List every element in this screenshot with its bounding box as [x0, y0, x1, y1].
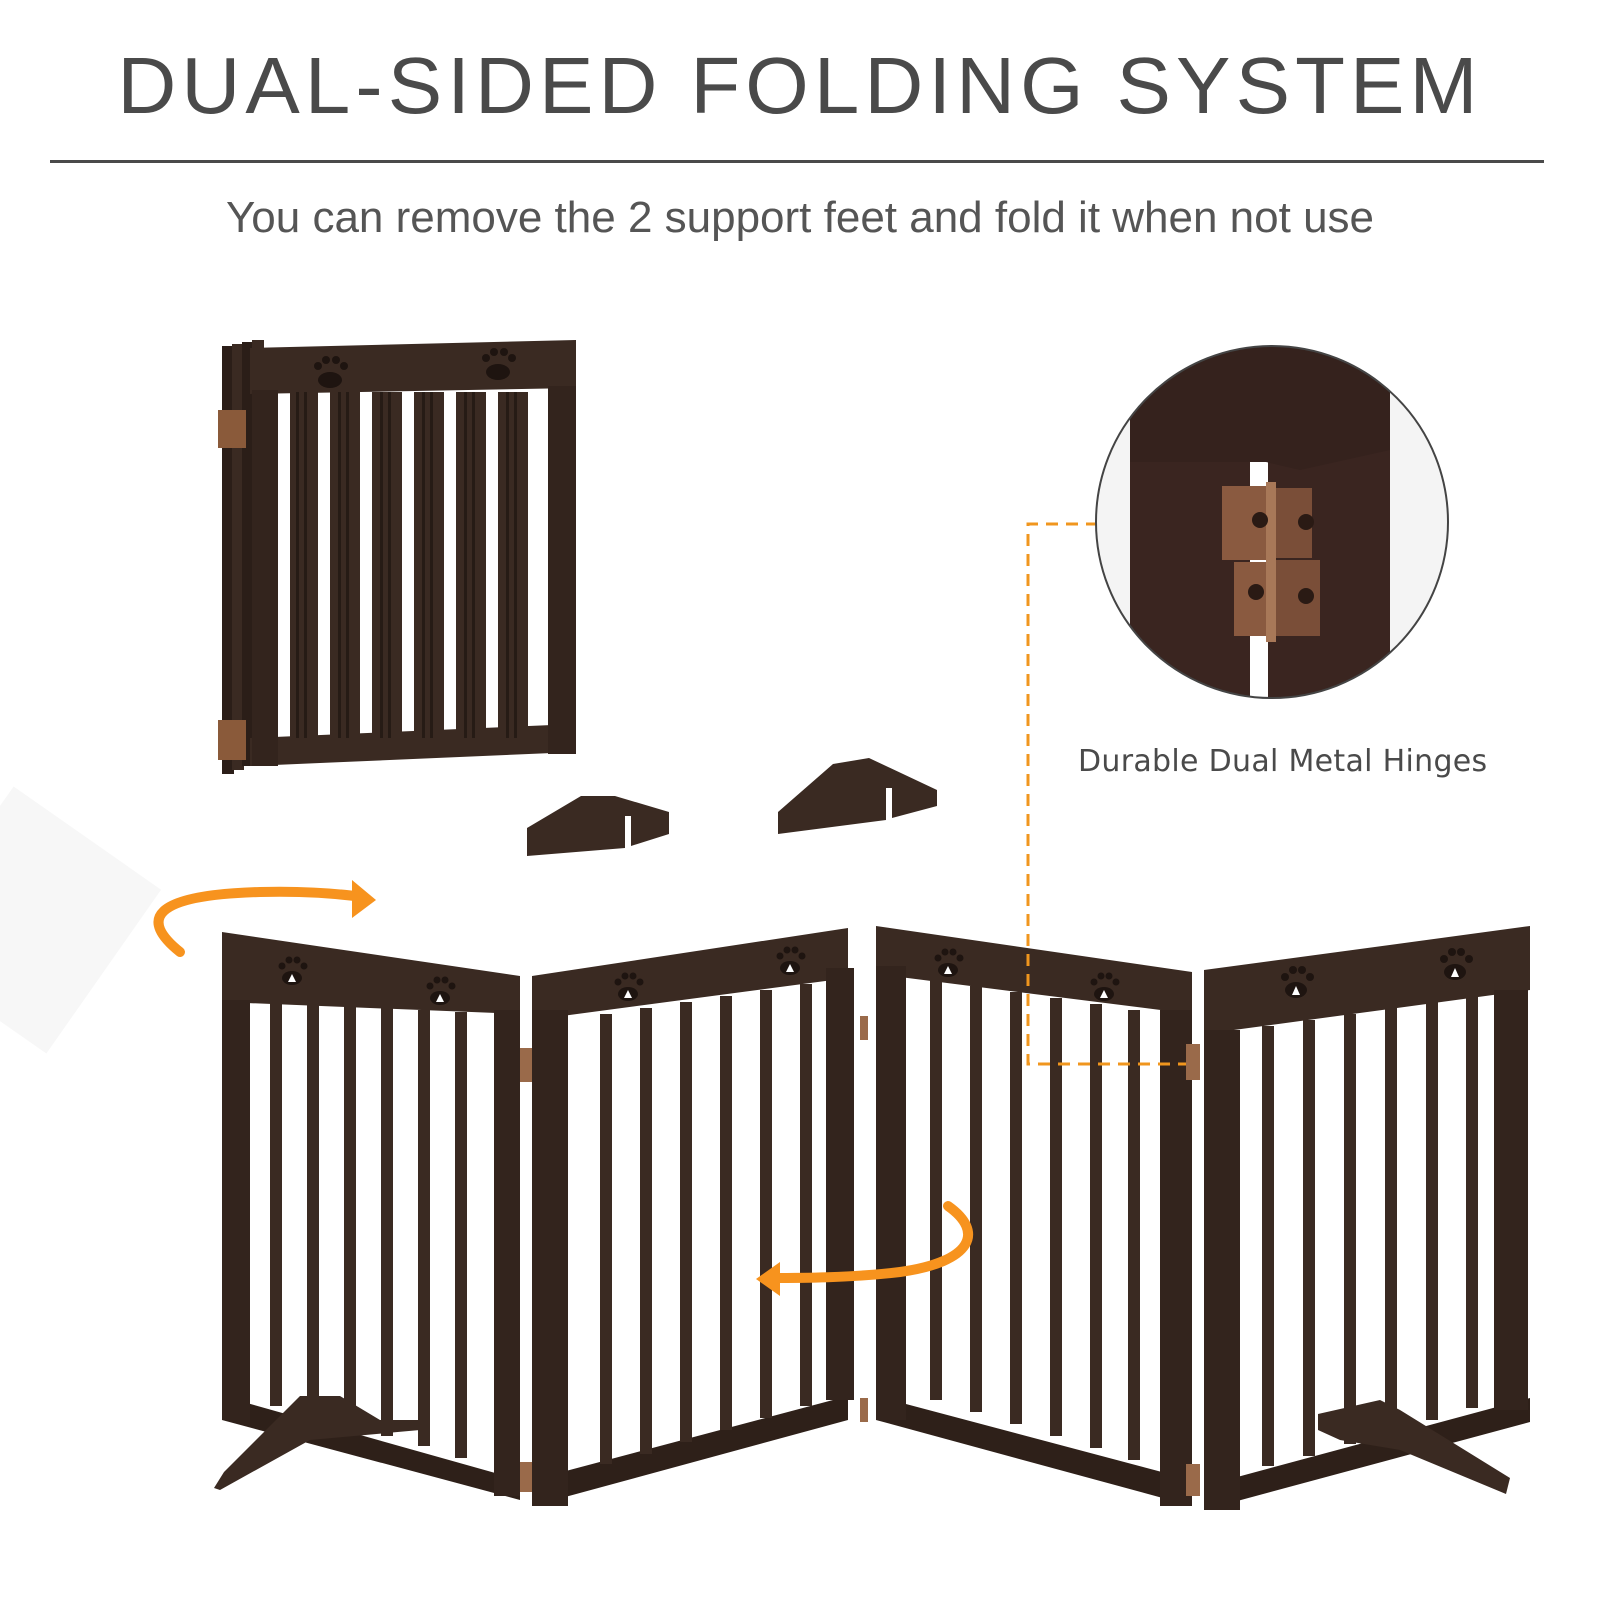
- paw-print-icon: [1440, 948, 1473, 980]
- paw-print-icon: [934, 948, 964, 977]
- paw-print-icon: [776, 946, 806, 975]
- title-divider: [50, 160, 1544, 163]
- gate-panel-3: [876, 926, 1192, 1506]
- support-foot-right: [778, 758, 937, 834]
- hinge-icon: [520, 1016, 1200, 1496]
- folded-gate-stack: [218, 340, 576, 774]
- paw-print-icon: [1090, 972, 1120, 1001]
- hinge-closeup-image: [1096, 346, 1448, 698]
- paw-print-icon: [426, 976, 456, 1005]
- paw-print-icon: [1281, 966, 1314, 998]
- attached-foot-right: [1318, 1400, 1510, 1494]
- gate-panel-4: [1204, 926, 1530, 1510]
- callout-leader-line: [1026, 522, 1186, 1066]
- paw-print-icon: [614, 972, 644, 1001]
- subtitle: You can remove the 2 support feet and fo…: [225, 193, 1375, 242]
- paw-print-icon: [278, 956, 308, 985]
- paw-print-icon: [314, 356, 348, 388]
- support-foot-left: [527, 796, 669, 856]
- paw-print-icon: [482, 348, 516, 380]
- hinge-icon: [218, 410, 246, 760]
- attached-foot-left: [214, 1396, 420, 1490]
- rotate-arrow-icon: [153, 880, 376, 957]
- page-title: DUAL-SIDED FOLDING SYSTEM: [117, 41, 1483, 130]
- gate-panel-2: [532, 928, 854, 1506]
- hinge-callout-caption: Durable Dual Metal Hinges: [1078, 744, 1488, 779]
- gate-panel-1: [222, 932, 520, 1500]
- rotate-arrow-icon: [756, 1201, 973, 1296]
